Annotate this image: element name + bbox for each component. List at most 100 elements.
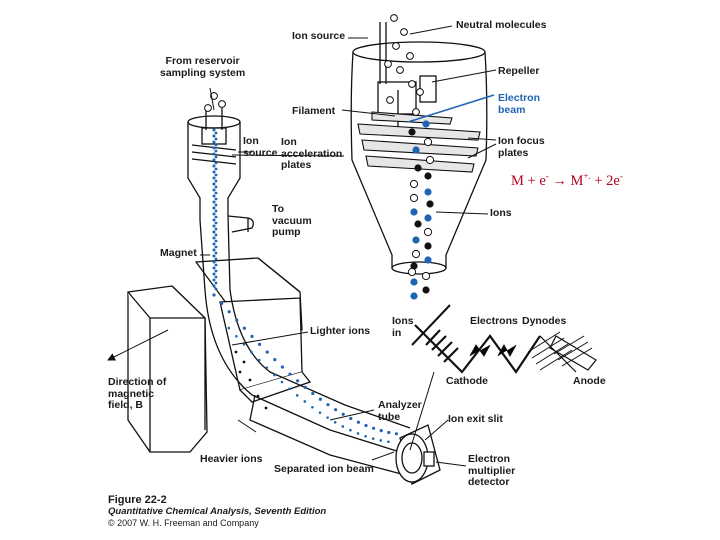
- leader-lines: [200, 25, 497, 467]
- label-cathode: Cathode: [446, 375, 488, 387]
- beam-ion: [242, 326, 246, 330]
- beam-ion: [212, 236, 216, 240]
- heavy-ion: [248, 378, 252, 382]
- ion-stream: [407, 120, 435, 300]
- beam-ion: [214, 143, 218, 147]
- beam-ion: [250, 334, 254, 338]
- label-anode: Anode: [573, 375, 606, 387]
- label-to-vacuum: To vacuum pump: [272, 203, 312, 238]
- figure-number: Figure 22-2: [108, 494, 167, 506]
- ion: [422, 120, 430, 128]
- beam-ion: [212, 230, 216, 234]
- eq-arrow: →: [552, 173, 567, 189]
- ion: [424, 214, 432, 222]
- label-direction-field: Direction of magnetic field, B: [108, 376, 167, 411]
- beam-ion: [212, 242, 216, 246]
- label-dynodes: Dynodes: [522, 315, 567, 327]
- beam-ion: [214, 167, 218, 171]
- ion: [407, 267, 417, 277]
- beam-ion: [318, 411, 322, 414]
- beam-ion: [212, 176, 216, 180]
- beam-ion: [212, 188, 216, 192]
- beam-ion: [220, 301, 224, 305]
- beam-ion: [212, 194, 216, 198]
- neutral-molecule: [210, 92, 218, 100]
- eq-product: M: [570, 173, 584, 189]
- beam-ion: [257, 358, 261, 362]
- neutral-molecule: [386, 96, 394, 104]
- beam-ion: [341, 412, 345, 416]
- neutral-molecule: [406, 52, 414, 60]
- beam-ion: [214, 287, 218, 291]
- book-title: Quantitative Chemical Analysis, Seventh …: [108, 506, 327, 517]
- beam-ion: [212, 278, 216, 282]
- ion: [423, 227, 433, 237]
- neutral-molecule: [392, 42, 400, 50]
- neutral-molecule: [204, 104, 212, 112]
- beam-ion: [212, 293, 216, 297]
- beam-ion: [214, 221, 218, 225]
- beam-ion: [214, 227, 218, 231]
- neutral-molecule: [400, 28, 408, 36]
- beam-ion: [212, 170, 216, 174]
- beam-ion: [212, 248, 216, 252]
- beam-ion: [387, 440, 390, 444]
- ion: [411, 249, 421, 259]
- beam-ion: [214, 149, 218, 153]
- beam-ion: [280, 365, 284, 369]
- label-ion-source-left: Ion source: [243, 135, 278, 159]
- ion: [424, 172, 432, 180]
- beam-ion: [280, 380, 284, 384]
- beam-ion: [212, 212, 216, 216]
- ion: [414, 220, 422, 228]
- beam-ion: [356, 420, 360, 424]
- beam-ion: [214, 269, 218, 273]
- beam-ion: [212, 206, 216, 210]
- beam-ion: [258, 342, 262, 346]
- neutral-molecule: [412, 108, 420, 116]
- electron-multiplier-detector: [395, 424, 441, 485]
- beam-ion: [214, 155, 218, 159]
- beam-ion: [214, 275, 218, 279]
- label-lighter-ions: Lighter ions: [310, 325, 371, 337]
- label-ion-source-top: Ion source: [292, 30, 346, 42]
- beam-ion: [311, 391, 315, 396]
- beam-ion: [379, 439, 383, 442]
- eq-electron-charge: -: [545, 171, 549, 181]
- beam-ion: [387, 430, 391, 435]
- label-heavier-ions: Heavier ions: [200, 453, 263, 465]
- electron-beam-line: [407, 94, 495, 123]
- beam-ion: [394, 432, 398, 436]
- neutral-molecule: [396, 66, 404, 74]
- beam-ion: [227, 310, 231, 314]
- ion: [408, 128, 416, 136]
- beam-ion: [372, 426, 376, 430]
- label-separated-beam: Separated ion beam: [274, 463, 374, 475]
- beam-ion: [212, 200, 216, 204]
- beam-ion: [265, 366, 269, 369]
- beam-ion: [235, 334, 238, 338]
- beam-ion: [212, 134, 216, 138]
- magnet: [127, 257, 312, 453]
- beam-ion: [235, 318, 239, 322]
- separated-ion-beam: [212, 128, 398, 444]
- beam-ion: [356, 432, 360, 435]
- beam-ion: [349, 416, 353, 421]
- beam-ion: [212, 260, 216, 264]
- beam-ion: [214, 137, 218, 141]
- beam-ion: [273, 358, 277, 362]
- ion: [410, 292, 418, 300]
- eq-radical-cation: +.: [583, 171, 591, 181]
- beam-ion: [295, 394, 299, 397]
- beam-ion: [250, 351, 253, 354]
- neutral-molecule: [390, 14, 398, 22]
- beam-ion: [349, 428, 352, 432]
- ion: [410, 278, 418, 286]
- beam-ion: [212, 266, 216, 270]
- ion: [409, 179, 419, 189]
- label-ion-acceleration: Ion acceleration plates: [281, 136, 343, 171]
- heavy-ion: [256, 394, 260, 398]
- label-repeller: Repeller: [498, 65, 540, 77]
- beam-ion: [334, 408, 338, 412]
- eq-reactant: M + e: [511, 173, 546, 189]
